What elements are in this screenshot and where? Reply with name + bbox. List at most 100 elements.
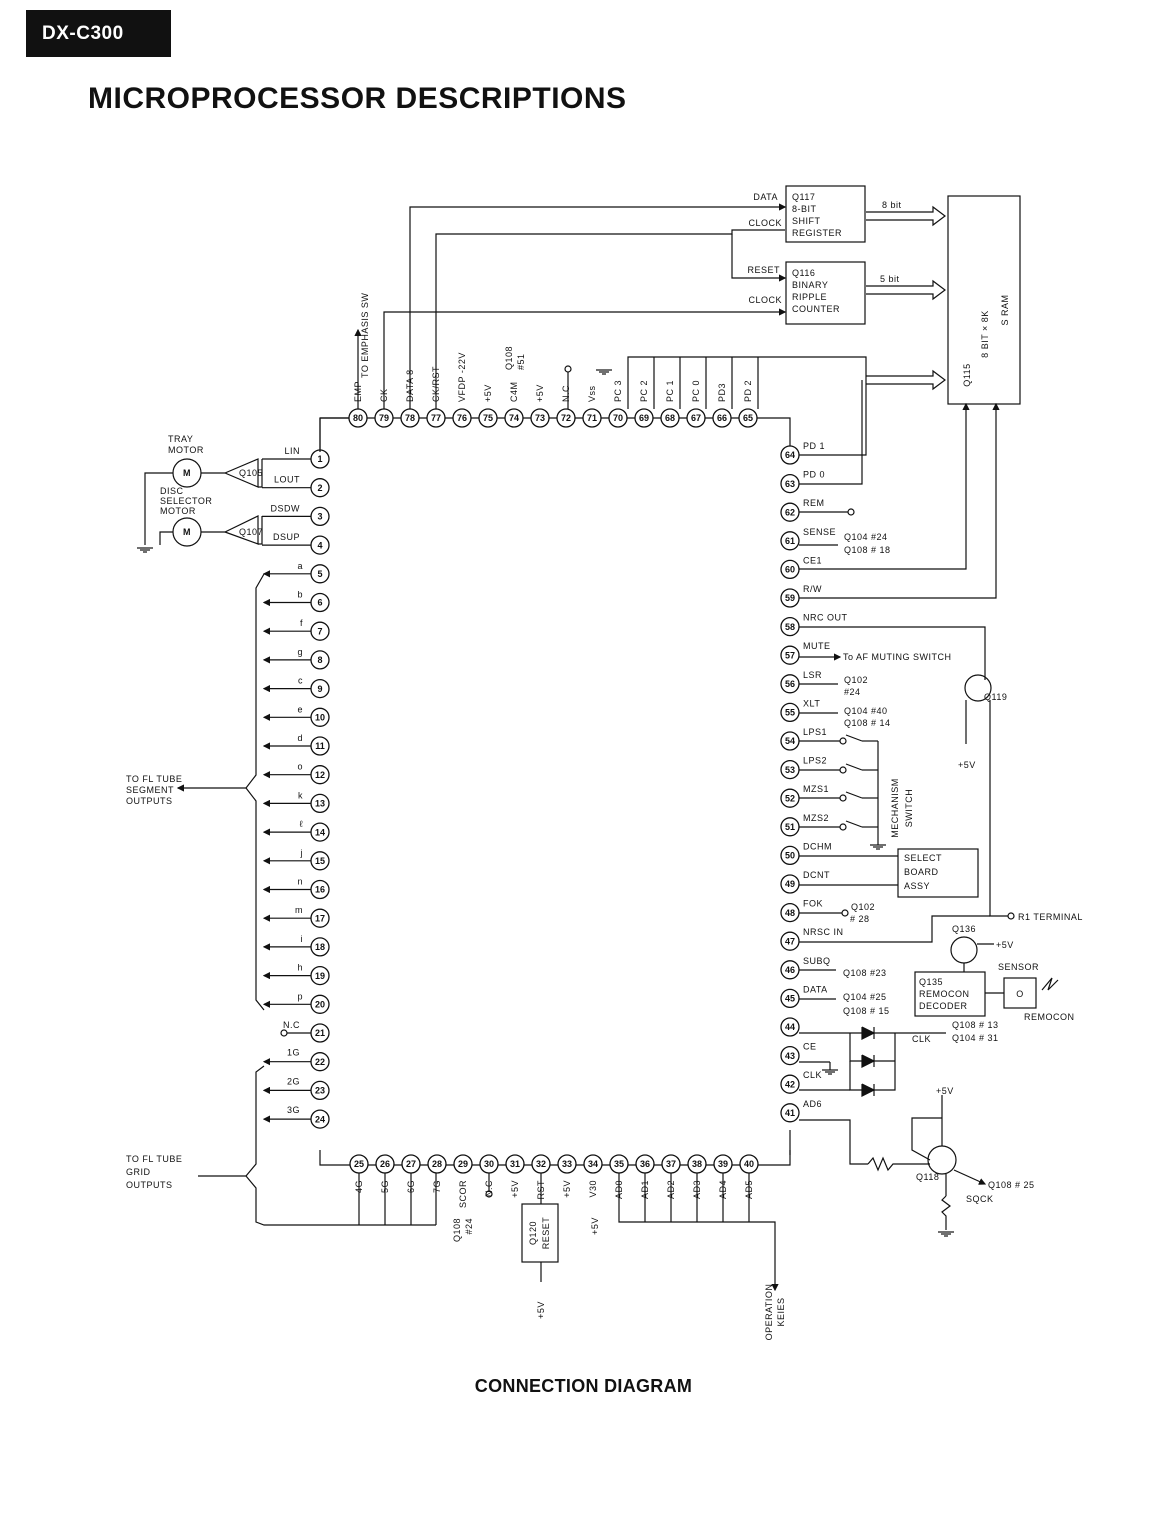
q104-31-label: Q104 # 31 <box>952 1033 999 1043</box>
bottom-pin-label: 7G <box>432 1180 442 1193</box>
fok-terminal <box>841 909 849 917</box>
top-pin-label: DATA 8 <box>405 369 415 402</box>
page-title: MICROPROCESSOR DESCRIPTIONS <box>88 82 627 115</box>
q118-plus5v: +5V <box>936 1086 954 1096</box>
segment-label: n <box>297 877 303 887</box>
ad6-wire <box>799 1119 868 1165</box>
clock-wire <box>435 229 785 409</box>
pin-47 <box>780 931 800 951</box>
q118-base <box>911 1130 931 1161</box>
pin-number-60: 60 <box>785 565 795 575</box>
right-pin-label: PD 0 <box>803 470 825 480</box>
pin-number-33: 33 <box>562 1159 572 1169</box>
bottom-pin-label: 6G <box>406 1180 416 1193</box>
top-pin-label: N.C <box>561 385 571 402</box>
r1-label: R1 TERMINAL <box>1018 912 1083 922</box>
top-pin-label: +5V <box>535 384 545 402</box>
pin-number-42: 42 <box>785 1079 795 1089</box>
q135-label: REMOCON <box>919 989 970 999</box>
left-pin-label: DSDW <box>271 503 301 513</box>
pin-number-78: 78 <box>405 413 415 423</box>
pin-number-59: 59 <box>785 593 795 603</box>
pin-number-76: 76 <box>457 413 467 423</box>
pin-42 <box>780 1074 800 1094</box>
motor2-ground-wire <box>159 531 173 545</box>
pin-number-54: 54 <box>785 736 795 746</box>
q117-label: Q117 <box>792 192 815 202</box>
pin-number-16: 16 <box>315 885 325 895</box>
right-pin-label: LPS1 <box>803 727 827 737</box>
right-pin-label: DCNT <box>803 870 830 880</box>
ram-label: 8 BIT × 8K <box>980 310 990 358</box>
mechanism-label: MECHANISM <box>890 778 900 838</box>
r1-wire <box>989 700 1008 917</box>
pin-number-7: 7 <box>317 626 322 636</box>
pin-number-63: 63 <box>785 479 795 489</box>
pin-number-67: 67 <box>691 413 701 423</box>
nc-top-terminal <box>564 365 572 373</box>
nc-bottom-terminal <box>485 1190 493 1198</box>
right-pin-label: NRC OUT <box>803 613 848 623</box>
bottom-pin-label: AD0 <box>614 1180 624 1199</box>
diode3-wire <box>849 1061 862 1091</box>
q116-box <box>785 261 866 325</box>
segment-bracket <box>245 573 265 1011</box>
q117-label: 8-BIT <box>792 204 817 214</box>
pin-number-79: 79 <box>379 413 389 423</box>
q118-transistor <box>927 1145 957 1175</box>
segment-label: e <box>297 704 303 714</box>
pin-33 <box>557 1154 577 1174</box>
fl-segment-label: TO FL TUBE <box>126 774 182 784</box>
q108-51-label: #51 <box>516 353 526 370</box>
pin-74 <box>504 408 524 428</box>
bottom-pin-label: +5V <box>510 1180 520 1198</box>
pin-number-66: 66 <box>717 413 727 423</box>
pin-number-53: 53 <box>785 765 795 775</box>
fl-grid-label: GRID <box>126 1167 151 1177</box>
pin-number-35: 35 <box>614 1159 624 1169</box>
pin-69 <box>634 408 654 428</box>
pd0-wire <box>799 380 863 485</box>
operation-label: OPERATION <box>764 1284 774 1341</box>
pin-number-47: 47 <box>785 936 795 946</box>
q135-box <box>914 971 986 1017</box>
pin-72 <box>556 408 576 428</box>
pin-number-71: 71 <box>587 413 597 423</box>
data-label: DATA <box>753 192 778 202</box>
select-board-label: SELECT <box>904 853 942 863</box>
q120-label: Q120 <box>528 1221 538 1245</box>
q117-box <box>785 185 866 243</box>
bottom-pin-label: AD2 <box>666 1180 676 1199</box>
q108-51-label: Q108 <box>504 346 514 370</box>
q116-label: Q116 <box>792 268 815 278</box>
diode-3 <box>861 1083 876 1097</box>
mech-sw-blade <box>845 734 863 742</box>
mech-sw-blade <box>845 820 863 828</box>
pin-29 <box>453 1154 473 1174</box>
pin-number-45: 45 <box>785 994 795 1004</box>
pin-number-77: 77 <box>431 413 441 423</box>
wires-layer <box>137 185 1059 1292</box>
clock-label: CLOCK <box>748 218 782 228</box>
top-pin-label: VFDP -22V <box>457 352 467 402</box>
right-pin-label: XLT <box>803 698 820 708</box>
top-pin-label: PC 3 <box>613 380 623 402</box>
fok-ref: # 28 <box>850 914 870 924</box>
pin-44 <box>780 1017 800 1037</box>
diode2-wire <box>849 1033 862 1062</box>
right-pin-label: MUTE <box>803 641 831 651</box>
q105-amp <box>224 458 259 488</box>
q107-label: Q107 <box>239 527 263 537</box>
sqck-wire <box>953 1169 987 1185</box>
pin-number-1: 1 <box>317 454 322 464</box>
fl-grid-label: OUTPUTS <box>126 1180 173 1190</box>
pin-number-41: 41 <box>785 1108 795 1118</box>
q107-amp <box>224 515 259 545</box>
pin-number-19: 19 <box>315 971 325 981</box>
q136-plus5v: +5V <box>996 940 1014 950</box>
sensor-label: SENSOR <box>998 962 1039 972</box>
pin-number-39: 39 <box>718 1159 728 1169</box>
vss-ground <box>596 369 612 375</box>
mech-sw-ground <box>870 844 886 850</box>
left-pin-label: LOUT <box>274 475 300 485</box>
